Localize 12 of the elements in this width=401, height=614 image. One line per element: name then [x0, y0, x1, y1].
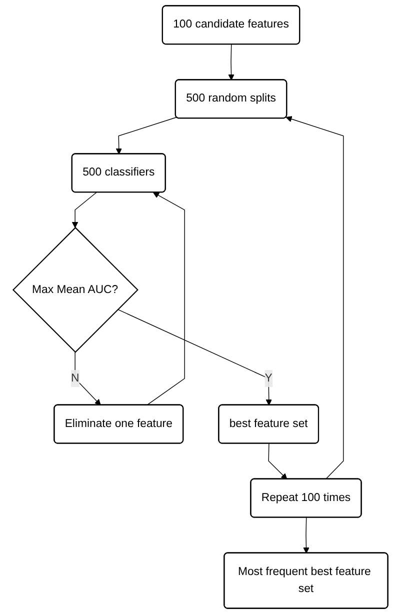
arrow — [74, 352, 101, 406]
edge-label: Y — [264, 372, 272, 384]
arrow — [72, 192, 97, 228]
arrow — [268, 443, 288, 480]
edge-label: N — [70, 372, 80, 384]
arrow — [303, 517, 310, 554]
node-diamond: Max Mean AUC? — [12, 226, 138, 353]
arrow — [228, 44, 234, 80]
arrow — [146, 192, 185, 406]
arrow — [116, 116, 178, 154]
arrow — [286, 116, 344, 480]
arrow — [117, 309, 272, 406]
